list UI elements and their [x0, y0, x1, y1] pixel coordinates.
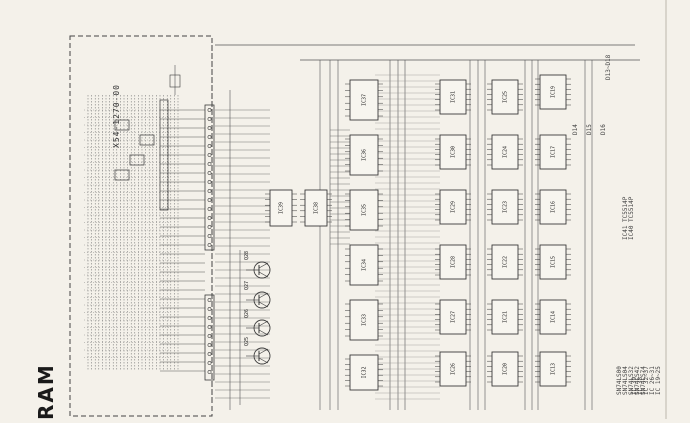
ic-ic31: IC31 — [435, 79, 471, 115]
ic-ic34: IC34 — [345, 244, 383, 286]
ic-label: IC28 — [451, 256, 457, 268]
ic-ic20: IC20 — [487, 351, 523, 387]
ic-label: IC39 — [279, 202, 285, 214]
ic-label: IC19 — [551, 86, 557, 98]
ic-ic26: IC26 — [435, 351, 471, 387]
ic-label: IC25 — [503, 91, 509, 103]
transistor-q28: Q28 — [244, 251, 271, 279]
diode-label: D14 — [572, 124, 579, 135]
ic-label: IC14 — [551, 311, 557, 323]
ic-ic15: IC15 — [535, 244, 571, 280]
parts-note: IC41 TC5514P — [622, 196, 629, 240]
ic-label: IC37 — [362, 94, 368, 106]
ic-label: IC13 — [551, 363, 557, 375]
ic-label: IC34 — [362, 259, 368, 271]
transistor-q25: Q25 — [244, 337, 271, 365]
ic-ic30: IC30 — [435, 134, 471, 170]
parts-note: SN74LS74 — [640, 366, 647, 395]
ic-label: IC35 — [362, 204, 368, 216]
parts-note: IC40 TC5514P — [628, 196, 635, 240]
ic-label: IC29 — [451, 201, 457, 213]
ic-ic38: IC38 — [300, 189, 332, 227]
parts-note: SN74LS04 — [622, 366, 629, 395]
ic-ic25: IC25 — [487, 79, 523, 115]
ic-ic14: IC14 — [535, 299, 571, 335]
ic-ic27: IC27 — [435, 299, 471, 335]
ic-label: IC31 — [451, 91, 457, 103]
ic-ic35: IC35 — [345, 189, 383, 231]
parts-note: IC 26~31 — [649, 366, 656, 395]
ic-ic32: IC32 — [345, 354, 383, 391]
ic-label: IC20 — [503, 363, 509, 375]
ic-ic28: IC28 — [435, 244, 471, 280]
transistor-label: Q26 — [244, 309, 250, 318]
ic-label: IC24 — [503, 146, 509, 158]
ic-label: IC15 — [551, 256, 557, 268]
ic-ic17: IC17 — [535, 134, 571, 170]
ic-label: IC21 — [503, 311, 509, 323]
ic-ic19: IC19 — [535, 74, 571, 110]
parts-note: SN74LS42 — [634, 366, 641, 395]
ic-label: IC33 — [362, 314, 368, 326]
ic-ic24: IC24 — [487, 134, 523, 170]
ic-label: IC22 — [503, 256, 509, 268]
ic-ic23: IC23 — [487, 189, 523, 225]
parts-note: IC 19~25 — [655, 366, 662, 395]
diode-label: D16 — [600, 124, 607, 135]
ic-ic13: IC13 — [535, 351, 571, 387]
ic-ic33: IC33 — [345, 299, 383, 341]
ic-ic36: IC36 — [345, 134, 383, 176]
ic-ic22: IC22 — [487, 244, 523, 280]
parts-note: SN74LS32 — [628, 366, 635, 395]
ic-label: IC36 — [362, 149, 368, 161]
ic-ic39: IC39 — [265, 189, 297, 227]
ic-label: IC30 — [451, 146, 457, 158]
diode-label: D15 — [586, 124, 593, 135]
board-label: X54-1270-00 — [112, 84, 121, 148]
transistor-label: Q25 — [244, 337, 250, 346]
transistor-q26: Q26 — [244, 309, 271, 337]
transistor-q27: Q27 — [244, 281, 271, 309]
transistor-label: Q28 — [244, 251, 250, 260]
parts-note: SN74LS00 — [616, 366, 623, 395]
ic-ic16: IC16 — [535, 189, 571, 225]
diode-label: D13~D18 — [605, 54, 612, 80]
ic-label: IC27 — [451, 311, 457, 323]
ic-label: IC26 — [451, 363, 457, 375]
ic-ic37: IC37 — [345, 79, 383, 121]
ic-ic29: IC29 — [435, 189, 471, 225]
transistor-label: Q27 — [244, 281, 250, 290]
ic-ic21: IC21 — [487, 299, 523, 335]
ic-label: IC17 — [551, 146, 557, 158]
diagram-title: RAM — [34, 363, 58, 420]
ic-label: IC38 — [314, 202, 320, 214]
ic-label: IC16 — [551, 201, 557, 213]
ic-label: IC32 — [362, 366, 368, 378]
ic-label: IC23 — [503, 201, 509, 213]
